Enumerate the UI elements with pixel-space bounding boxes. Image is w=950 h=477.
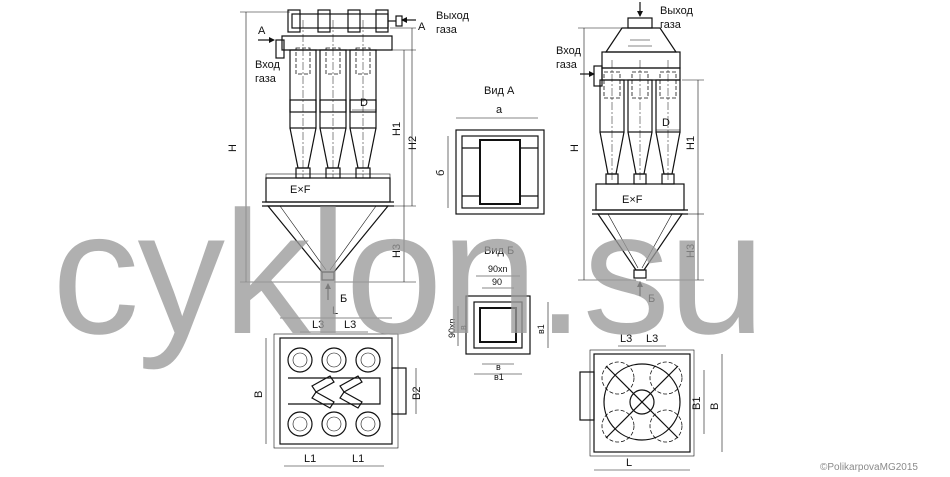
dim-b1-right: B1 bbox=[691, 397, 703, 410]
watermark: cyklon.su bbox=[52, 176, 763, 371]
dim-a: а bbox=[496, 104, 503, 116]
dim-d-right: D bbox=[662, 117, 670, 129]
dim-v-bottom: в bbox=[496, 362, 501, 372]
dim-h1-left: H1 bbox=[391, 122, 403, 136]
dim-v1-side: в1 bbox=[536, 324, 546, 334]
dim-h3-right: H3 bbox=[685, 244, 697, 258]
dim-l3-left-1: L3 bbox=[312, 319, 324, 331]
dim-l1-left-1: L1 bbox=[304, 453, 316, 465]
dim-b2-left: B2 bbox=[411, 387, 423, 400]
dim-l3-right-2: L3 bbox=[646, 333, 658, 345]
dim-l3-left-2: L3 bbox=[344, 319, 356, 331]
left-plan: L L3 L3 L1 L1 B B2 bbox=[253, 305, 423, 467]
view-a: Вид А а б bbox=[435, 85, 545, 215]
dim-h-left: H bbox=[227, 144, 239, 152]
dim-l3-right-1: L3 bbox=[620, 333, 632, 345]
arrow-b-right: Б bbox=[648, 293, 655, 305]
right-plan: L3 L3 L B1 B bbox=[579, 333, 723, 471]
dim-l1-left-2: L1 bbox=[352, 453, 364, 465]
arrow-b-left: Б bbox=[340, 293, 347, 305]
copyright: ©PolikarpovaMG2015 bbox=[820, 462, 918, 473]
dim-l-right: L bbox=[626, 457, 632, 469]
dim-exf-right: E×F bbox=[622, 194, 643, 206]
left-elevation: E×F H H1 H2 H3 D А А Б bbox=[227, 9, 426, 305]
dim-b-view-a: б bbox=[435, 170, 447, 176]
dim-90-top: 90 bbox=[492, 277, 502, 287]
dim-v-side: в bbox=[458, 325, 468, 330]
dim-exf-left: E×F bbox=[290, 184, 311, 196]
arrow-a-right: А bbox=[418, 21, 426, 33]
view-b-title: Вид Б bbox=[484, 245, 514, 257]
dim-h1-right: H1 bbox=[685, 136, 697, 150]
dim-h-right: H bbox=[569, 144, 581, 152]
dim-90xn-side: 90хn bbox=[447, 318, 457, 338]
dim-b-right: B bbox=[709, 403, 721, 410]
dim-b-left: B bbox=[253, 391, 265, 398]
view-b: Вид Б 90хn 90 90хn в в1 в в1 bbox=[447, 245, 549, 382]
dim-h2-left: H2 bbox=[407, 136, 419, 150]
dim-d-left: D bbox=[360, 97, 368, 109]
dim-l-left: L bbox=[332, 305, 338, 317]
view-a-title: Вид А bbox=[484, 85, 515, 97]
right-elevation: E×F Б H H1 H3 D bbox=[569, 2, 704, 305]
arrow-a-left: А bbox=[258, 25, 266, 37]
dim-v1-bottom: в1 bbox=[494, 372, 504, 382]
dim-h3-left: H3 bbox=[391, 244, 403, 258]
dim-90xn-top: 90хn bbox=[488, 264, 508, 274]
